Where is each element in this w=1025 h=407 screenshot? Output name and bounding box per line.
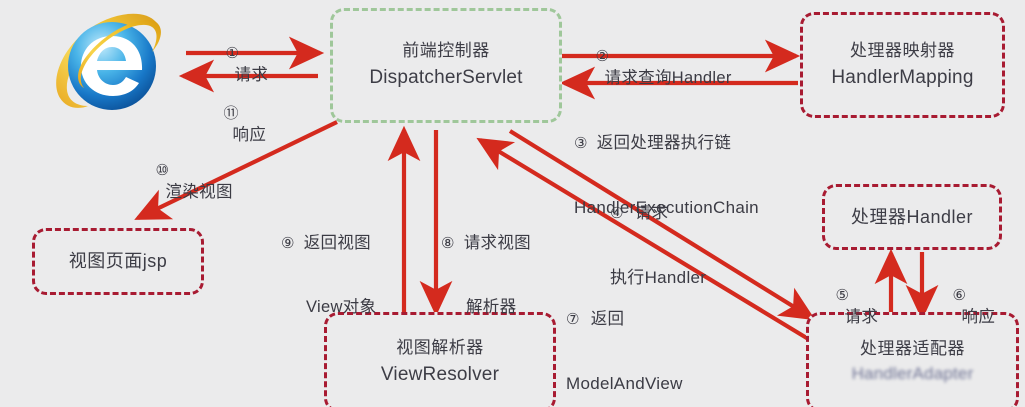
node-handler-label: 处理器Handler [850, 206, 974, 227]
label-step-9-text2: View对象 [306, 298, 377, 317]
label-step-1: ① 请求 [206, 22, 268, 108]
label-step-9: ⑨ 返回视图 View对象 [281, 190, 376, 362]
label-step-3-text: 返回处理器执行链 [596, 133, 732, 152]
node-handler-mapping: 处理器映射器 HandlerMapping [800, 12, 1005, 118]
node-dispatcher-servlet-cn: 前端控制器 [402, 41, 490, 61]
node-view-page-jsp-label: 视图页面jsp [68, 251, 168, 272]
label-step-6: ⑥ 响应 [933, 264, 995, 350]
label-step-8-num: ⑧ [441, 234, 455, 252]
label-step-1-text: 请求 [234, 65, 269, 84]
label-step-8-text2: 解析器 [466, 298, 517, 317]
node-handler-mapping-en: HandlerMapping [831, 66, 974, 88]
node-view-resolver: 视图解析器 ViewResolver [324, 312, 556, 407]
label-step-11: ⑪ 响应 [204, 82, 266, 168]
label-step-4-text2: 执行Handler [610, 268, 707, 288]
label-step-2-num: ② [595, 48, 610, 66]
label-step-5-num: ⑤ [835, 287, 850, 305]
label-step-3-text2: HandlerExecutionChain [574, 198, 759, 218]
label-step-10-text: 渲染视图 [165, 182, 233, 201]
label-step-3: ③ 返回处理器执行链 HandlerExecutionChain [574, 90, 759, 262]
label-step-9-num: ⑨ [281, 234, 295, 252]
label-step-7-text2: ModelAndView [566, 374, 683, 394]
node-handler-adapter-cn: 处理器适配器 [860, 339, 965, 359]
label-step-4-num: ④ [610, 204, 624, 222]
label-step-10-num: ⑩ [155, 162, 170, 180]
node-view-resolver-cn: 视图解析器 [396, 337, 484, 357]
label-step-8: ⑧ 请求视图 解析器 [441, 190, 531, 362]
label-step-9-text: 返回视图 [303, 233, 371, 252]
label-step-5-text: 请求 [844, 307, 879, 326]
internet-explorer-logo [52, 6, 170, 120]
label-step-7: ⑦ 返回 ModelAndView [566, 266, 683, 407]
label-step-2-text: 请求查询Handler [604, 68, 732, 87]
node-handler-adapter: 处理器适配器 HandlerAdapter [806, 312, 1019, 407]
label-step-7-num: ⑦ [566, 310, 580, 328]
node-handler: 处理器Handler [822, 184, 1002, 250]
node-handler-adapter-en: HandlerAdapter [851, 364, 974, 383]
label-step-11-num: ⑪ [223, 105, 239, 123]
node-dispatcher-servlet: 前端控制器 DispatcherServlet [330, 8, 562, 123]
label-step-4-text: 请求 [634, 203, 669, 222]
label-step-2: ② 请求查询Handler [576, 25, 732, 111]
label-step-3-num: ③ [574, 134, 588, 152]
node-view-resolver-en: ViewResolver [380, 363, 500, 385]
label-step-5: ⑤ 请求 [816, 264, 878, 350]
label-step-4: ④ 请求 执行Handler [610, 160, 706, 332]
label-step-1-num: ① [225, 45, 240, 63]
node-handler-mapping-cn: 处理器映射器 [850, 40, 955, 60]
label-step-6-text: 响应 [961, 307, 996, 326]
label-step-8-text: 请求视图 [463, 233, 531, 252]
label-step-6-num: ⑥ [952, 287, 967, 305]
node-view-page-jsp: 视图页面jsp [32, 228, 204, 295]
label-step-10: ⑩ 渲染视图 [136, 139, 233, 225]
node-dispatcher-servlet-en: DispatcherServlet [369, 67, 523, 89]
label-step-11-text: 响应 [232, 125, 267, 144]
label-step-7-text: 返回 [590, 309, 625, 328]
